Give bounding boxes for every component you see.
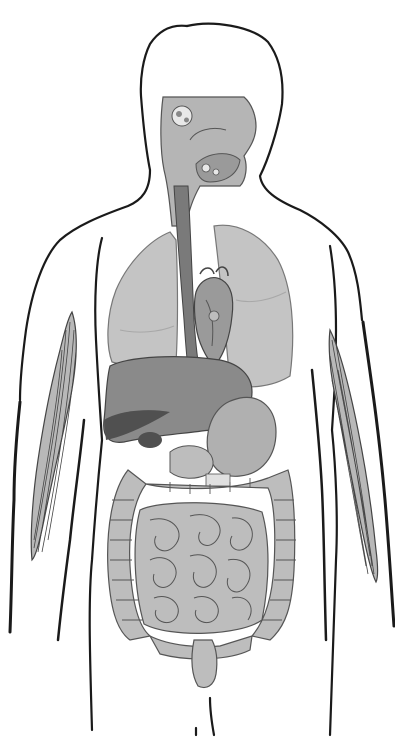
nasal-sinus — [172, 106, 192, 126]
appendix — [192, 640, 217, 688]
gallbladder — [138, 432, 162, 448]
small-intestine — [135, 503, 268, 634]
